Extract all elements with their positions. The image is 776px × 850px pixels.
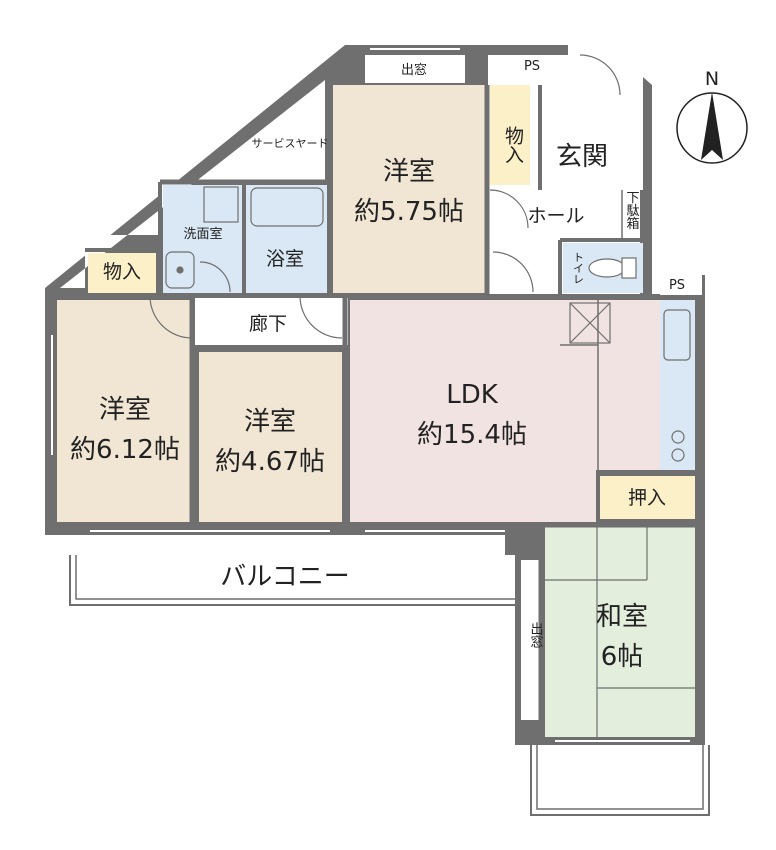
storage-top-label: 物入 [502,126,524,164]
room-size-japanese: 6帖 [601,642,644,672]
balcony-label: バルコニー [220,562,349,592]
area-labels: 出窓 PS PS 物入 物入 押入 玄関 下駄箱 ホール トイレ 洗面室 浴室 … [103,59,685,648]
windows [51,48,690,742]
bathroom-label: 浴室 [266,248,304,270]
balcony-area [69,555,710,816]
room-size-western-left: 約6.12帖 [70,435,180,465]
tatami-lines [545,527,695,737]
corridor-label: 廊下 [249,313,287,335]
entrance-label: 玄関 [556,142,608,172]
room-labels: 洋室 約5.75帖 洋室 約6.12帖 洋室 約4.67帖 LDK 約15.4帖… [70,157,648,672]
room-size-western-top: 約5.75帖 [354,197,464,227]
room-name-western-mid: 洋室 [244,407,296,437]
ps-top-label: PS [524,59,540,74]
room-size-ldk: 約15.4帖 [417,420,527,450]
room-fills [57,55,702,737]
bay-window-top-label: 出窓 [401,62,427,78]
closet-label: 押入 [628,487,666,509]
storage-left-label: 物入 [103,261,141,283]
room-size-western-mid: 約4.67帖 [215,447,325,477]
service-yard-label: サービスヤード [252,137,329,150]
kitchen-fixtures [663,309,691,462]
wet-fixtures [165,186,637,289]
washroom-label: 洗面室 [183,226,222,242]
room-name-western-left: 洋室 [99,395,151,425]
shoe-box-label: 下駄箱 [624,191,640,230]
ps-right-label: PS [669,278,685,293]
fridge-space [569,302,611,344]
toilet-label: トイレ [572,252,585,285]
door-swings [149,54,621,339]
room-name-ldk: LDK [446,380,499,410]
compass: N [676,68,748,164]
room-name-japanese: 和室 [596,602,648,632]
hall-label: ホール [527,205,584,227]
partitions [85,85,700,745]
room-name-western-top: 洋室 [383,157,435,187]
north-label: N [705,68,719,90]
bay-window-side-label: 出窓 [528,622,544,648]
